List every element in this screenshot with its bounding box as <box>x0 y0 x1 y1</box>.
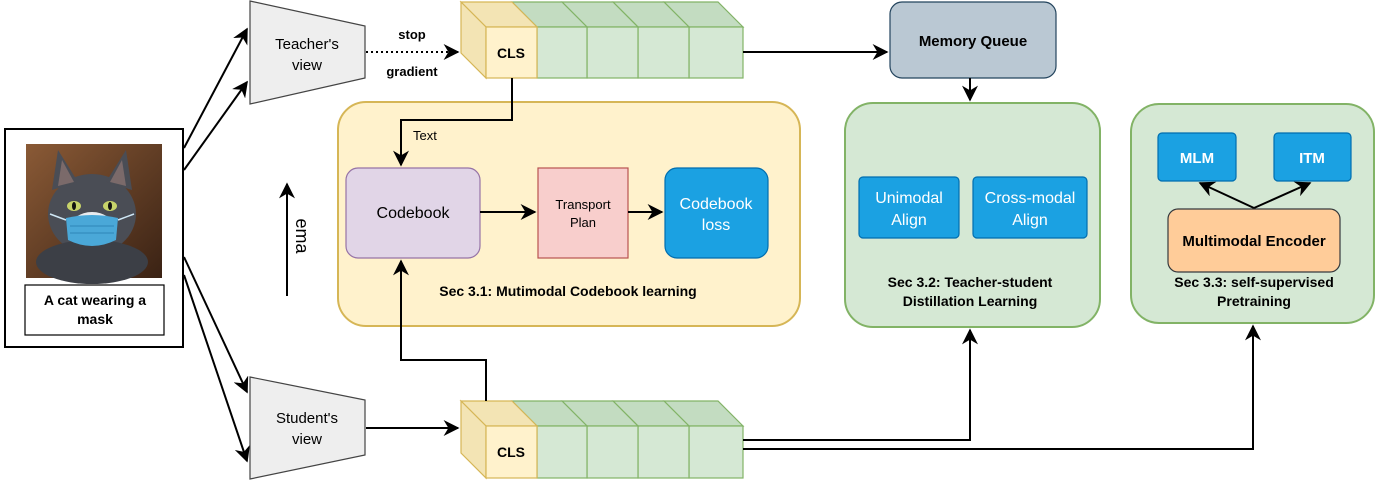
input-panel: A cat wearing a mask <box>4 128 184 348</box>
teacher-token-4 <box>662 1 745 79</box>
teacher-view-line1: Teacher's <box>275 36 339 53</box>
input-caption-line1: A cat wearing a <box>44 292 146 308</box>
unimodal-line1: Unimodal <box>875 190 943 207</box>
stop-gradient-edge: stop gradient <box>366 27 460 79</box>
memory-queue-label: Memory Queue <box>919 33 1027 50</box>
ema-edge: ema <box>279 182 312 296</box>
ema-label: ema <box>292 218 312 254</box>
section-3-1-caption: Sec 3.1: Mutimodal Codebook learning <box>439 283 696 299</box>
multimodal-encoder-label: Multimodal Encoder <box>1182 233 1326 250</box>
teacher-cls-label: CLS <box>497 45 525 61</box>
student-view-line2: view <box>292 431 322 448</box>
codebook-loss-line1: Codebook <box>680 196 754 213</box>
student-token-4 <box>662 400 745 479</box>
student-token-1 <box>510 400 589 479</box>
crossmodal-line2: Align <box>1012 212 1048 229</box>
crossmodal-line1: Cross-modal <box>985 190 1076 207</box>
codebook-box: Codebook <box>345 167 481 259</box>
teacher-cls-token: CLS <box>459 0 539 80</box>
codebook-label: Codebook <box>377 205 451 222</box>
itm-label: ITM <box>1299 150 1325 167</box>
teacher-token-1 <box>510 1 589 79</box>
transport-plan-line2: Plan <box>570 215 596 230</box>
crossmodal-align-box: Cross-modal Align <box>972 176 1088 239</box>
transport-plan-line1: Transport <box>555 197 611 212</box>
unimodal-align-box: Unimodal Align <box>858 176 960 239</box>
student-cls-label: CLS <box>497 444 525 460</box>
mlm-box: MLM <box>1157 132 1237 182</box>
student-cls-to-codebook-edge <box>393 259 487 401</box>
section-3-2-caption-line2: Distillation Learning <box>903 293 1038 309</box>
cat-image <box>26 144 162 284</box>
codebook-loss-box: Codebook loss <box>664 167 769 259</box>
mlm-label: MLM <box>1180 150 1214 167</box>
input-caption-line2: mask <box>77 311 113 327</box>
multimodal-encoder-box: Multimodal Encoder <box>1167 208 1341 273</box>
student-view-line1: Student's <box>276 410 338 427</box>
itm-box: ITM <box>1273 132 1352 182</box>
pretrain-section-panel: MLM ITM Multimodal Encoder Sec 3.3: self… <box>1130 103 1375 324</box>
student-token-3 <box>611 400 691 479</box>
teacher-view: Teacher's view <box>249 0 366 105</box>
gradient-label: gradient <box>386 64 438 79</box>
student-cls-token: CLS <box>459 399 539 480</box>
encoder-to-mlm-arrow <box>1198 181 1255 209</box>
codebook-loss-line2: loss <box>702 217 730 234</box>
section-3-3-caption-line1: Sec 3.3: self-supervised <box>1174 274 1334 290</box>
memory-queue-box: Memory Queue <box>889 1 1057 79</box>
transport-plan-box: Transport Plan <box>537 167 629 259</box>
stop-label: stop <box>398 27 426 42</box>
text-edge-label: Text <box>413 128 437 143</box>
student-to-distill-edge <box>743 328 978 441</box>
teacher-token-sequence: CLS <box>459 0 745 80</box>
unimodal-line2: Align <box>891 212 927 229</box>
student-view: Student's view <box>249 376 366 480</box>
section-3-2-caption-line1: Sec 3.2: Teacher-student <box>888 274 1053 290</box>
teacher-token-3 <box>611 1 691 79</box>
distill-section-panel: Unimodal Align Cross-modal Align Sec 3.2… <box>844 102 1101 328</box>
student-token-sequence: CLS <box>459 399 745 480</box>
codebook-section-panel: Codebook Transport Plan Codebook loss Se… <box>337 101 801 327</box>
teacher-view-line2: view <box>292 57 322 74</box>
student-to-pretrain-edge <box>743 324 1261 450</box>
view-arrows <box>183 27 250 463</box>
teacher-cls-to-codebook-edge: Text <box>393 78 513 167</box>
section-3-3-caption-line2: Pretraining <box>1217 293 1291 309</box>
encoder-to-itm-arrow <box>1253 181 1312 209</box>
